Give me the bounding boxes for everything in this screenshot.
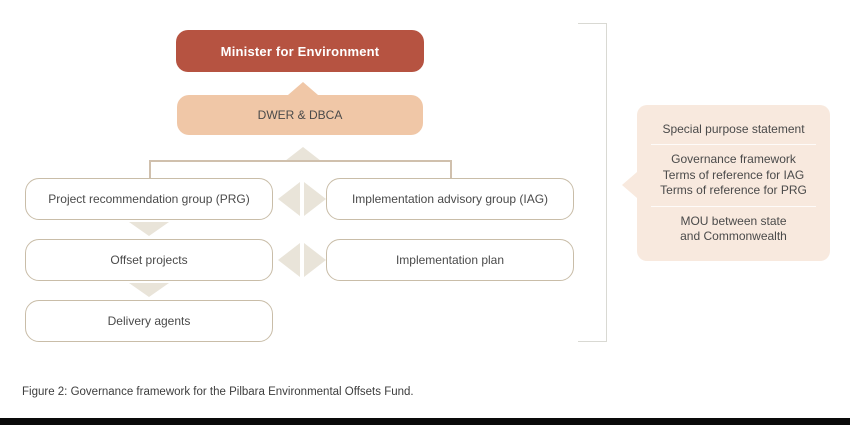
panel-line: MOU between state bbox=[680, 213, 787, 228]
panel-group-statement: Special purpose statement bbox=[645, 117, 822, 143]
offset-projects-box-label: Offset projects bbox=[110, 253, 188, 267]
panel-divider bbox=[651, 144, 816, 145]
panel-group-mou: MOU between state and Commonwealth bbox=[645, 209, 822, 250]
right-arrow-icon bbox=[304, 182, 326, 216]
bracket-line bbox=[578, 341, 607, 342]
down-arrow-icon bbox=[129, 222, 169, 236]
left-arrow-icon bbox=[278, 182, 300, 216]
panel-line: Terms of reference for IAG bbox=[662, 167, 805, 182]
connector-line bbox=[450, 160, 452, 179]
iag-box-label: Implementation advisory group (IAG) bbox=[351, 192, 549, 206]
panel-line: Terms of reference for PRG bbox=[660, 183, 807, 197]
up-arrow-icon bbox=[288, 82, 318, 95]
dwer-dbca-box: DWER & DBCA bbox=[177, 95, 423, 135]
panel-divider bbox=[651, 205, 816, 207]
offset-projects-box: Offset projects bbox=[25, 239, 273, 281]
documents-side-panel: Special purpose statement Governance fra… bbox=[637, 105, 830, 261]
connector-line bbox=[149, 160, 151, 179]
bracket-line bbox=[578, 23, 607, 24]
bottom-bar bbox=[0, 418, 850, 425]
connector-line bbox=[150, 160, 451, 162]
delivery-agents-box: Delivery agents bbox=[25, 300, 273, 342]
panel-line: Special purpose statement bbox=[662, 121, 805, 136]
figure-caption: Figure 2: Governance framework for the P… bbox=[22, 386, 414, 398]
dwer-dbca-box-label: DWER & DBCA bbox=[257, 108, 343, 122]
panel-line: Governance framework bbox=[671, 152, 796, 166]
panel-line: and Commonwealth bbox=[680, 229, 787, 243]
bracket-line bbox=[606, 23, 607, 342]
implementation-plan-box: Implementation plan bbox=[326, 239, 574, 281]
minister-box-label: Minister for Environment bbox=[220, 43, 380, 59]
iag-box: Implementation advisory group (IAG) bbox=[326, 178, 574, 220]
implementation-plan-box-label: Implementation plan bbox=[395, 253, 505, 267]
prg-box-label: Project recommendation group (PRG) bbox=[48, 192, 250, 206]
down-arrow-icon bbox=[129, 283, 169, 297]
right-arrow-icon bbox=[304, 243, 326, 277]
minister-box: Minister for Environment bbox=[176, 30, 424, 72]
delivery-agents-box-label: Delivery agents bbox=[107, 314, 191, 328]
prg-box: Project recommendation group (PRG) bbox=[25, 178, 273, 220]
up-arrow-icon bbox=[285, 147, 321, 161]
panel-group-governance: Governance framework Terms of reference … bbox=[645, 147, 822, 204]
panel-pointer-icon bbox=[622, 172, 637, 198]
left-arrow-icon bbox=[278, 243, 300, 277]
